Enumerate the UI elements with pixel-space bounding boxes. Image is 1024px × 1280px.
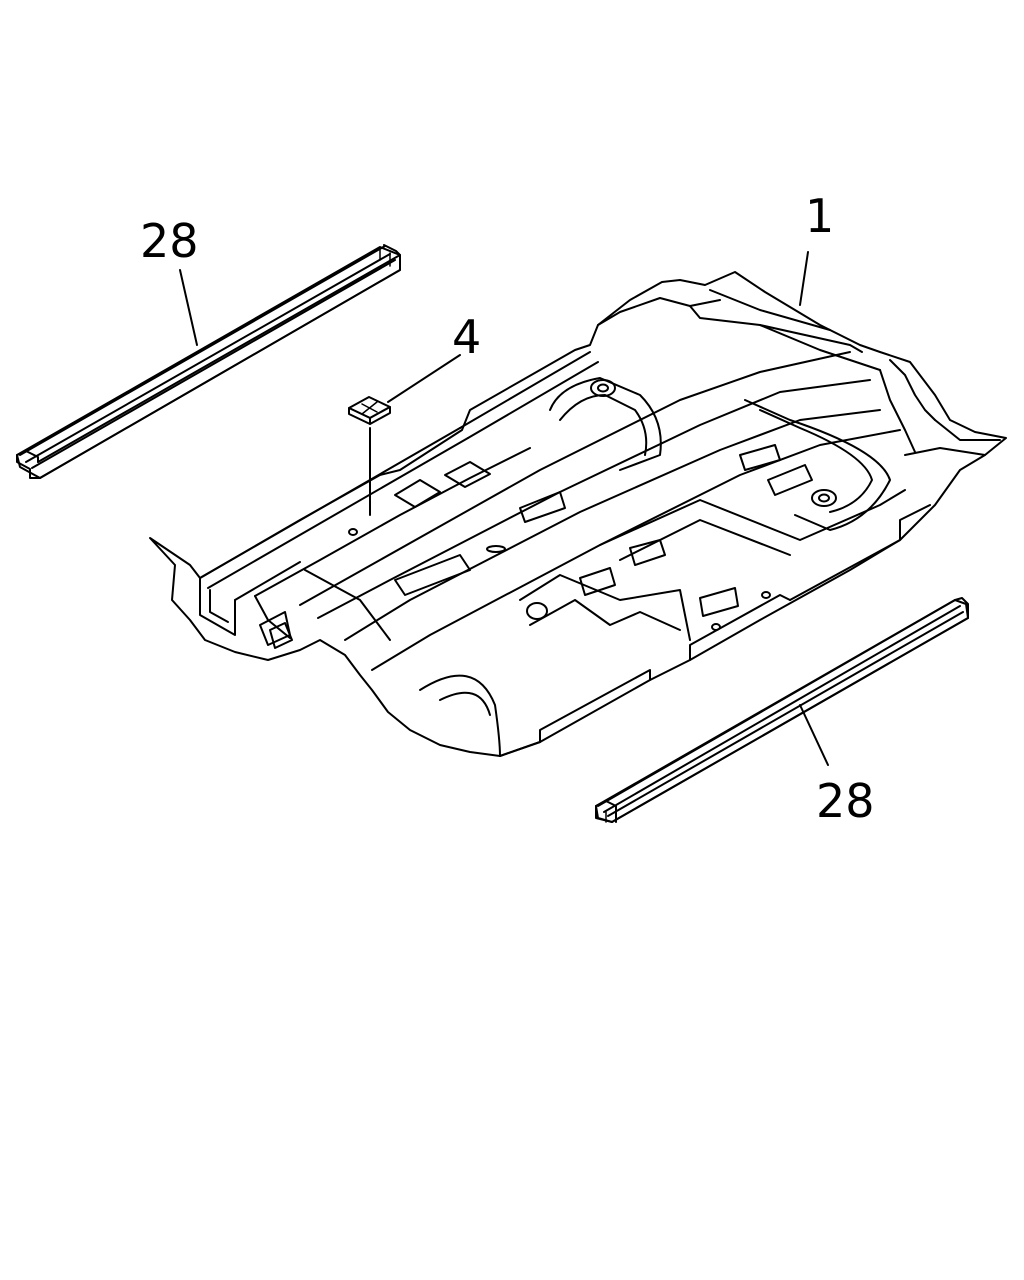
callout-floor-panel: 1 — [805, 189, 834, 243]
callout-pad: 4 — [452, 310, 481, 364]
leader-line-1 — [799, 251, 809, 306]
leader-line-28-upper — [179, 269, 198, 346]
callout-sill-left: 28 — [140, 214, 199, 268]
floor-panel — [149, 271, 1007, 757]
sill-rail-left — [16, 244, 401, 479]
leader-line-4 — [387, 354, 461, 403]
leader-line-28-lower — [799, 704, 829, 766]
callout-sill-right: 28 — [816, 774, 875, 828]
floor-pad — [348, 396, 391, 425]
leader-lines — [179, 251, 829, 766]
sill-rail-right — [595, 597, 969, 823]
